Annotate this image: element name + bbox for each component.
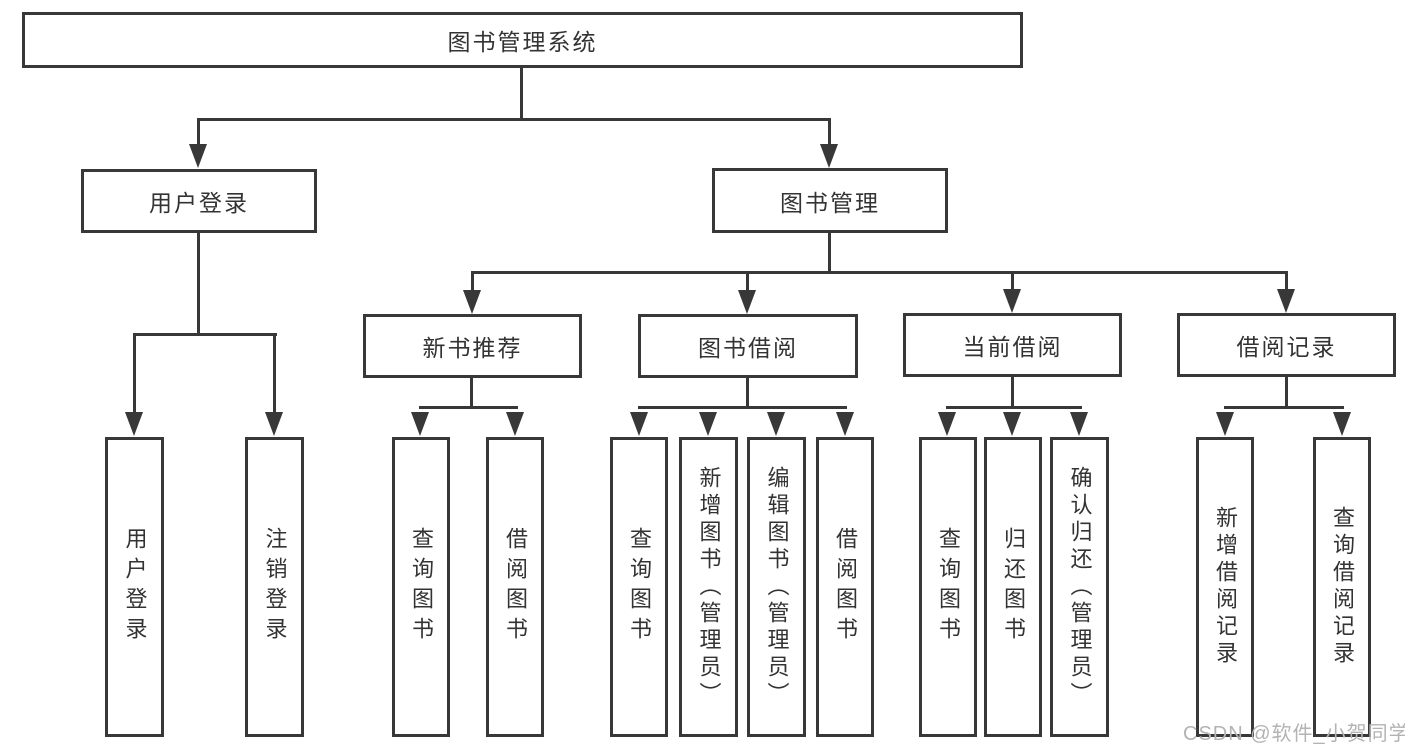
- arrowhead-down-icon: [506, 412, 524, 436]
- arrowhead-down-icon: [1277, 289, 1295, 313]
- node-label: 借阅图书: [503, 527, 528, 647]
- connector-hline: [638, 406, 847, 409]
- connector-hline: [133, 333, 277, 336]
- leaf-borrow-books: 借阅图书: [816, 437, 874, 737]
- node-label: 借阅图书: [833, 527, 858, 647]
- connector-hline: [946, 406, 1082, 409]
- node-label: 图书管理系统: [447, 29, 598, 55]
- connector-hline: [471, 271, 1288, 274]
- connector-hline: [197, 118, 831, 121]
- node-label: 图书借阅: [698, 335, 798, 361]
- connector-hline: [1224, 406, 1344, 409]
- leaf-add-borrow-record: 新增借阅记录: [1196, 437, 1254, 737]
- node-label: 注销登录: [262, 527, 288, 647]
- node-current-borrowing: 当前借阅: [903, 313, 1122, 377]
- connector-hline: [419, 406, 518, 409]
- node-label: 确认归还（管理员）: [1067, 465, 1093, 709]
- leaf-query-books-recommend: 查询图书: [392, 437, 450, 737]
- connector-vline: [1285, 377, 1288, 409]
- arrowhead-down-icon: [699, 412, 717, 436]
- leaf-query-books-borrow: 查询图书: [610, 437, 668, 737]
- arrowhead-down-icon: [836, 412, 854, 436]
- connector-vline: [746, 271, 749, 293]
- connector-vline: [197, 233, 200, 336]
- leaf-edit-books-admin: 编辑图书（管理员）: [747, 437, 806, 737]
- arrowhead-down-icon: [767, 412, 785, 436]
- arrowhead-down-icon: [1333, 412, 1351, 436]
- connector-vline: [746, 378, 749, 409]
- leaf-borrow-books-recommend: 借阅图书: [486, 437, 544, 737]
- connector-vline: [471, 271, 474, 293]
- connector-vline: [273, 333, 276, 415]
- node-label: 新书推荐: [422, 335, 523, 361]
- arrowhead-down-icon: [938, 412, 956, 436]
- connector-vline: [470, 378, 473, 409]
- connector-vline: [1011, 377, 1014, 409]
- node-label: 查询图书: [409, 527, 434, 647]
- arrowhead-down-icon: [1216, 412, 1234, 436]
- node-label: 编辑图书（管理员）: [764, 465, 790, 709]
- node-root-library-system: 图书管理系统: [22, 12, 1023, 68]
- node-new-book-recommendation: 新书推荐: [363, 314, 582, 378]
- node-book-management: 图书管理: [712, 168, 948, 233]
- csdn-watermark: CSDN @软件_小贺同学: [1183, 723, 1405, 745]
- connector-vline: [828, 233, 831, 274]
- node-label: 查询图书: [627, 527, 652, 647]
- connector-vline: [1285, 271, 1288, 293]
- arrowhead-down-icon: [463, 290, 481, 314]
- arrowhead-down-icon: [738, 290, 756, 314]
- node-label: 查询图书: [936, 527, 961, 647]
- arrowhead-down-icon: [189, 144, 207, 168]
- leaf-query-borrow-record: 查询借阅记录: [1313, 437, 1371, 737]
- node-label: 新增图书（管理员）: [696, 465, 722, 709]
- node-label: 归还图书: [1001, 527, 1026, 647]
- arrowhead-down-icon: [820, 144, 838, 168]
- connector-vline: [133, 333, 136, 415]
- node-label: 图书管理: [780, 189, 880, 216]
- node-label: 用户登录: [122, 527, 148, 647]
- arrowhead-down-icon: [265, 412, 283, 436]
- arrowhead-down-icon: [411, 412, 429, 436]
- connector-vline: [197, 118, 200, 148]
- node-label: 借阅记录: [1236, 334, 1337, 360]
- arrowhead-down-icon: [1003, 289, 1021, 313]
- node-label: 新增借阅记录: [1213, 506, 1238, 668]
- arrowhead-down-icon: [1070, 412, 1088, 436]
- connector-vline: [828, 118, 831, 148]
- leaf-query-books-current: 查询图书: [919, 437, 977, 737]
- arrowhead-down-icon: [630, 412, 648, 436]
- leaf-return-books: 归还图书: [984, 437, 1042, 737]
- connector-vline: [520, 68, 523, 120]
- leaf-add-books-admin: 新增图书（管理员）: [679, 437, 738, 737]
- leaf-logout: 注销登录: [245, 437, 304, 737]
- arrowhead-down-icon: [1003, 412, 1021, 436]
- node-label: 当前借阅: [962, 334, 1063, 360]
- node-label: 用户登录: [149, 190, 249, 216]
- arrowhead-down-icon: [125, 412, 143, 436]
- connector-vline: [1011, 271, 1014, 293]
- leaf-user-login: 用户登录: [105, 437, 164, 737]
- node-label: 查询借阅记录: [1330, 506, 1355, 668]
- leaf-confirm-return-admin: 确认归还（管理员）: [1050, 437, 1109, 737]
- node-user-login: 用户登录: [81, 169, 317, 233]
- node-borrowing-records: 借阅记录: [1177, 313, 1396, 377]
- node-book-borrowing: 图书借阅: [638, 314, 858, 378]
